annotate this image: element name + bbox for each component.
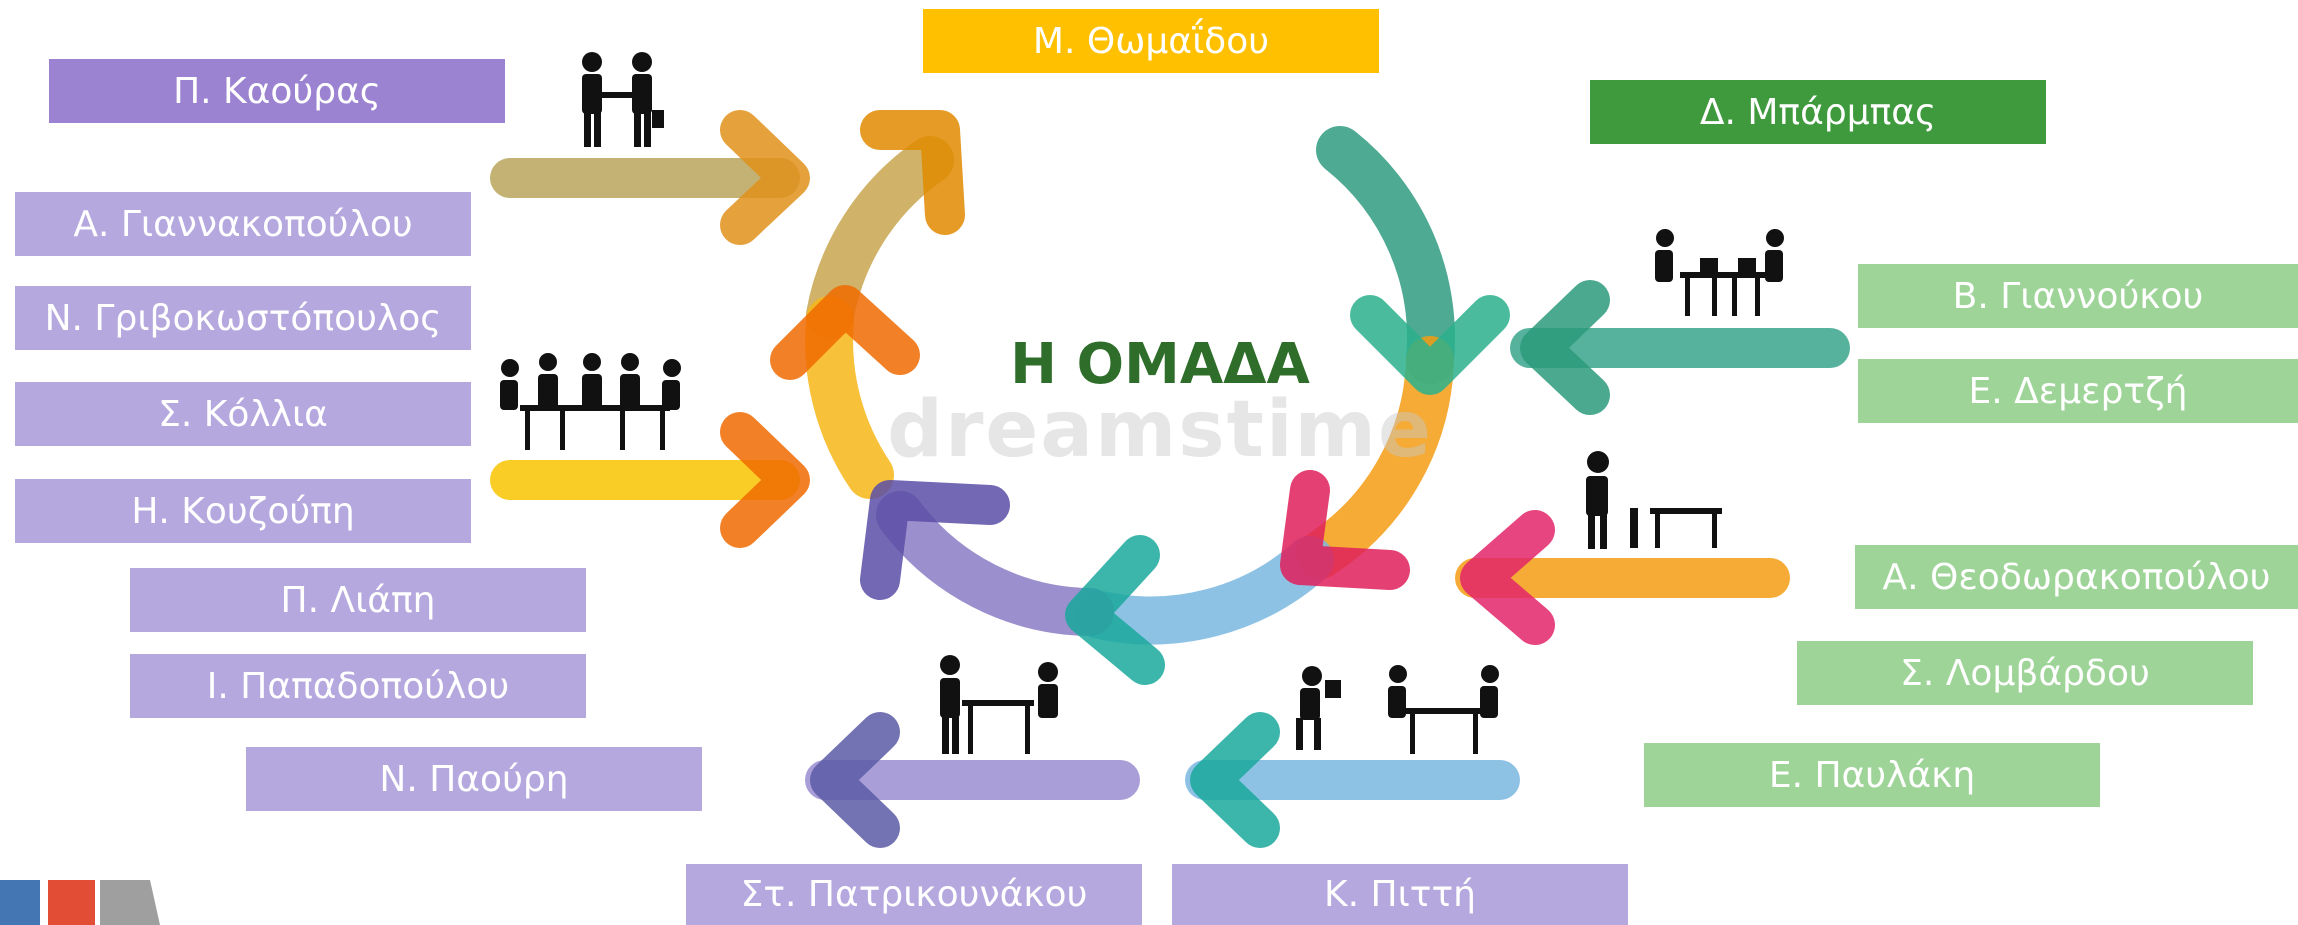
name-tag-right: Ε. Δεμερτζή	[1858, 359, 2298, 423]
name-tag-left: Η. Κουζούπη	[15, 479, 471, 543]
name-tag-bottom: Στ. Πατρικουνάκου	[686, 864, 1142, 925]
arc-purple	[876, 491, 1114, 636]
arrowhead-orange	[770, 285, 920, 380]
name-tag-right: Ε. Παυλάκη	[1644, 743, 2100, 807]
name-tag-kaouras: Π. Καούρας	[49, 59, 505, 123]
logo-mark	[0, 880, 160, 925]
arrow-purple-bottom-head	[810, 712, 900, 848]
name-tag-left: Π. Λιάπη	[130, 568, 586, 632]
arrowhead-amber	[1280, 470, 1410, 590]
name-tag-left: Α. Γιαννακοπούλου	[15, 192, 471, 256]
name-tag-left: Ν. Παούρη	[246, 747, 702, 811]
watermark-text: dreamstime	[887, 385, 1433, 475]
arrow-orange-right-head	[1460, 510, 1555, 645]
name-tag-bottom: Κ. Πιττή	[1172, 864, 1628, 925]
name-tag-right: Β. Γιαννούκου	[1858, 264, 2298, 328]
arrowhead-lightblue	[1065, 535, 1165, 685]
arrow-olive-left-head	[720, 110, 810, 245]
meeting-table-icon	[500, 353, 681, 450]
arrowhead-teal	[1350, 295, 1510, 395]
arc-teal	[1316, 126, 1455, 384]
arrow-yellow-left-head	[720, 412, 810, 548]
name-tag-right: Σ. Λομβάρδου	[1797, 641, 2253, 705]
phone-call-icon	[1586, 451, 1722, 549]
handshake-icon	[582, 52, 664, 147]
name-tag-right: Α. Θεοδωρακοπούλου	[1855, 545, 2298, 609]
arrowhead-purple	[860, 480, 1010, 600]
diagram-title: Η ΟΜΑΔΑ	[1010, 332, 1310, 397]
arrowhead-olive	[860, 110, 965, 235]
courier-meeting-icon	[1296, 665, 1499, 754]
two-people-table-icon	[940, 655, 1058, 754]
arrow-teal-right-head	[1520, 280, 1610, 415]
name-tag-barmpas: Δ. Μπάρμπας	[1590, 80, 2046, 144]
name-tag-thomaidou: Μ. Θωμαΐδου	[923, 9, 1379, 73]
arrow-blue-bottom-head	[1190, 712, 1280, 848]
name-tag-left: Ν. Γριβοκωστόπουλος	[15, 286, 471, 350]
name-tag-left: Σ. Κόλλια	[15, 382, 471, 446]
laptop-desk-icon	[1655, 229, 1784, 316]
name-tag-left: Ι. Παπαδοπούλου	[130, 654, 586, 718]
